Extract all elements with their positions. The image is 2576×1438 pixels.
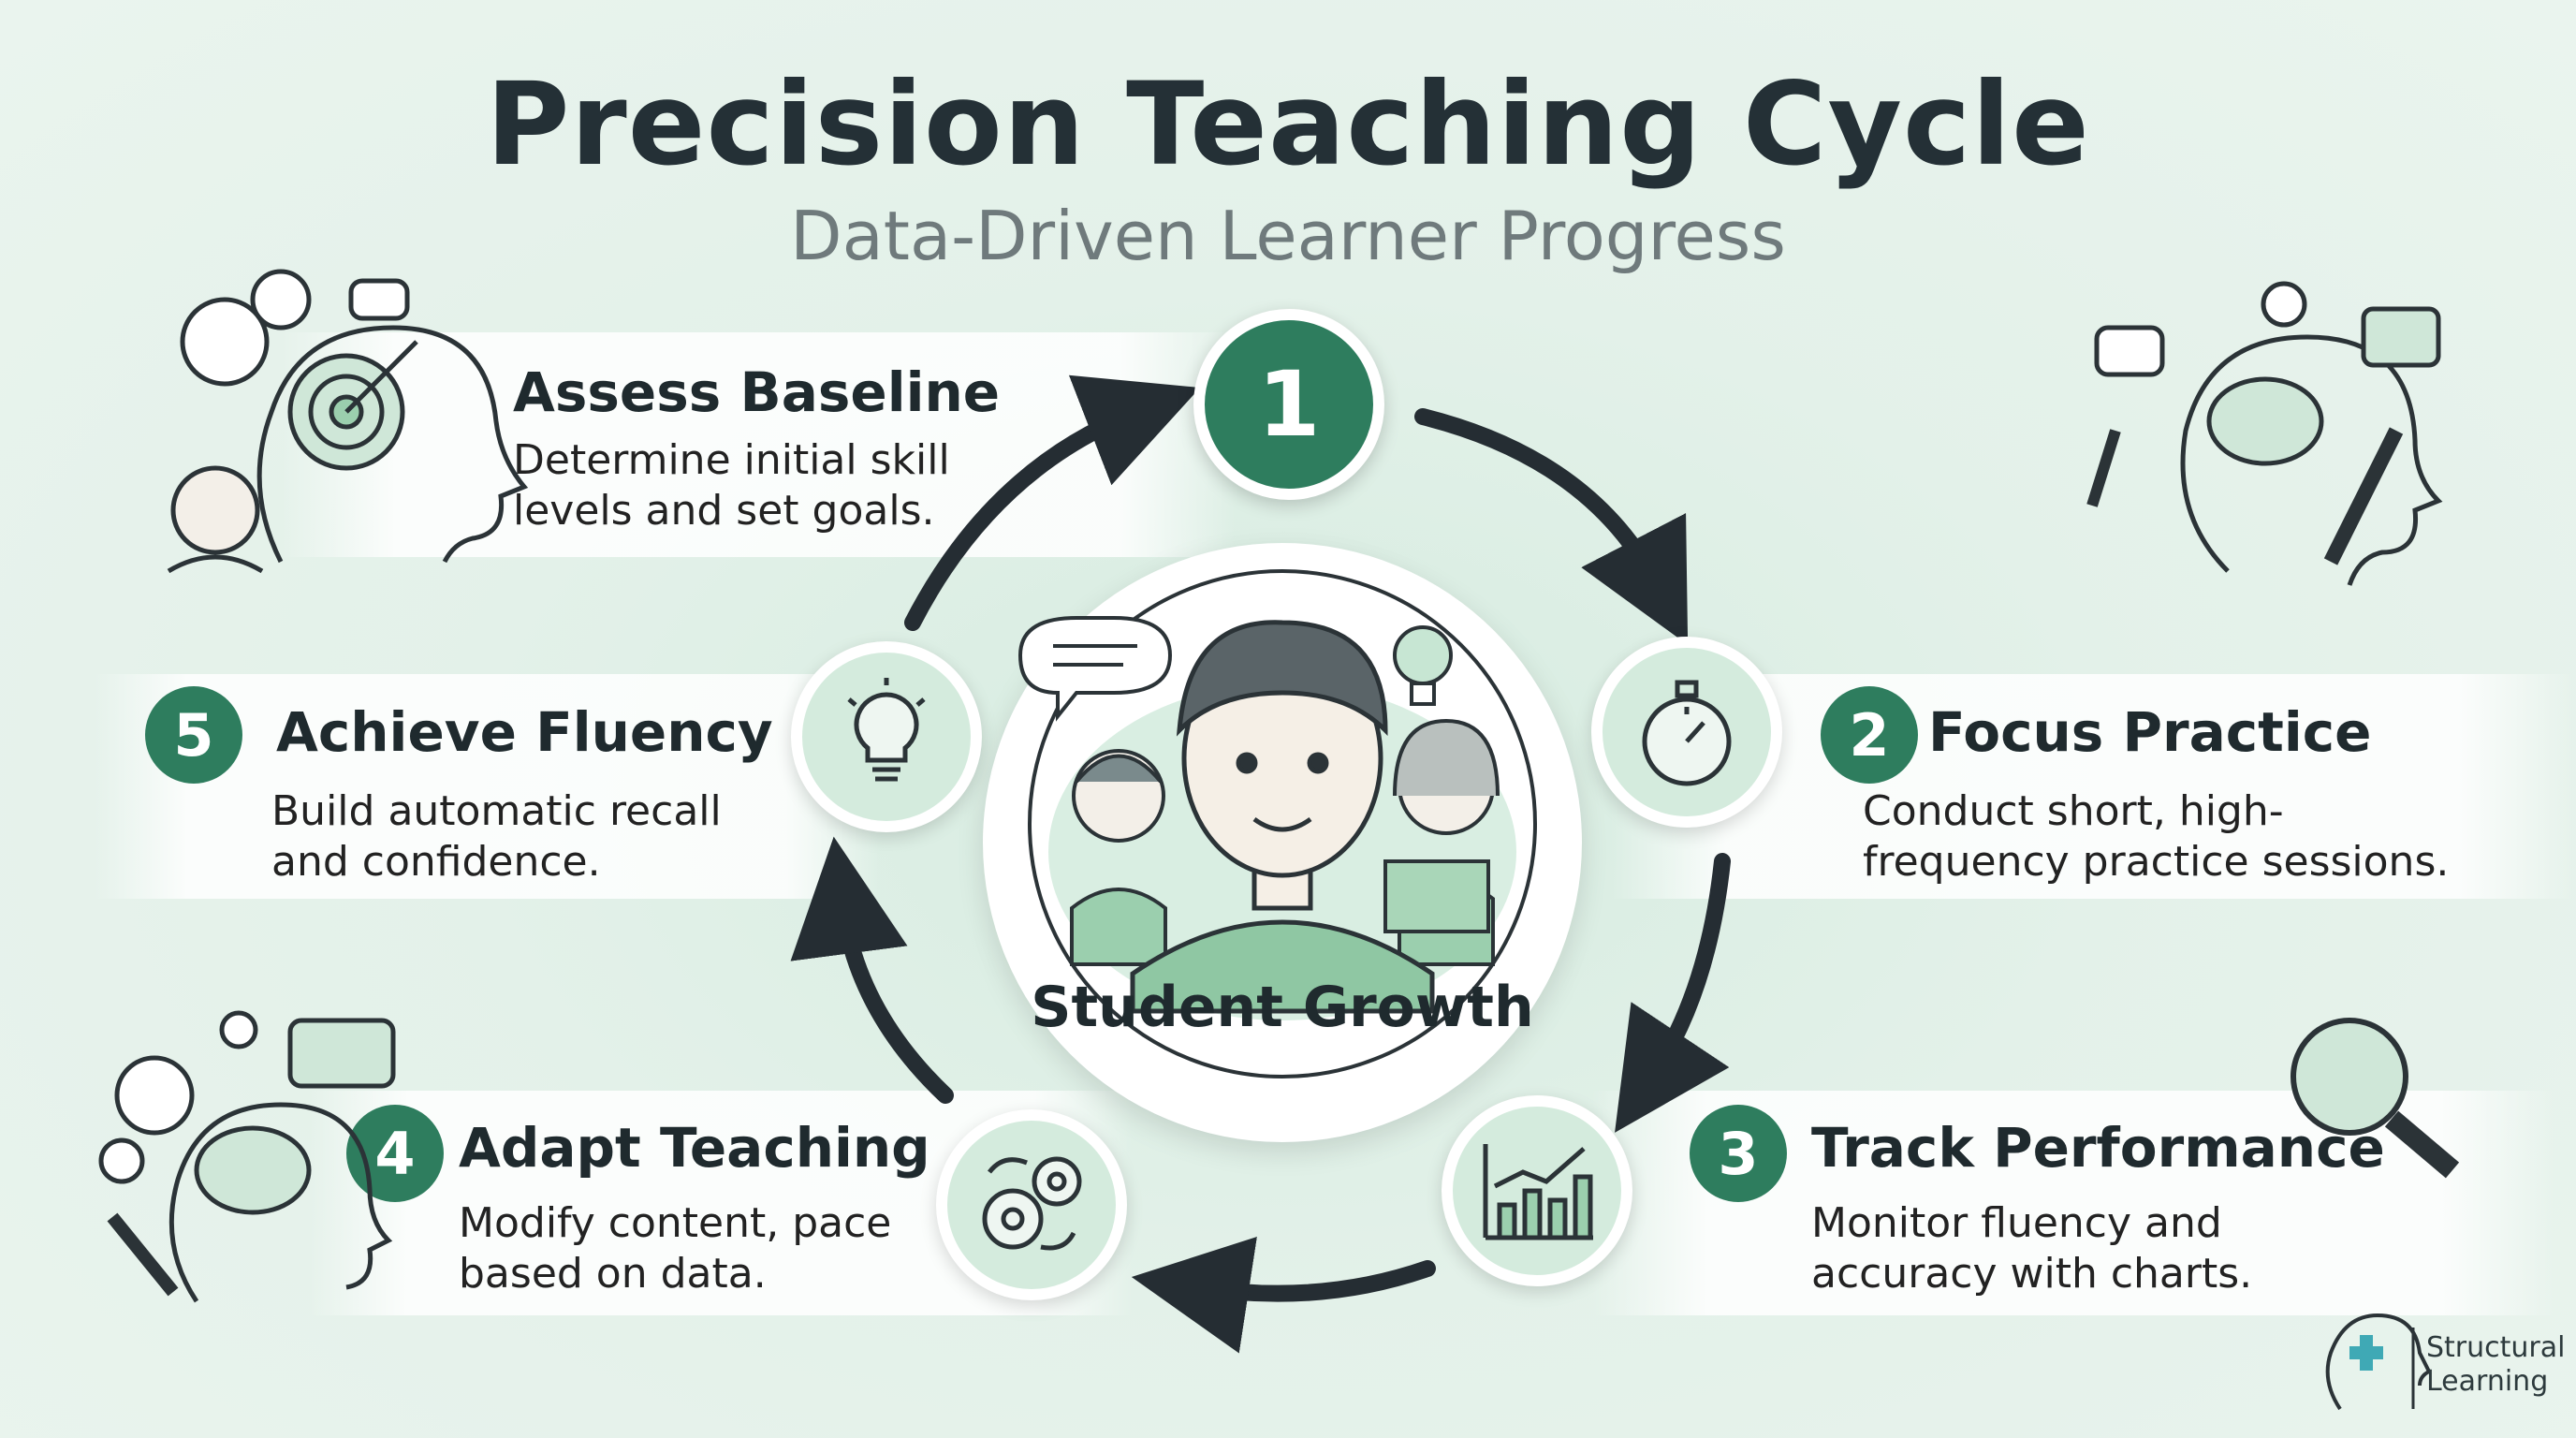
center-circle bbox=[983, 543, 1582, 1142]
step-5-node bbox=[791, 641, 982, 832]
stopwatch-icon bbox=[1642, 680, 1732, 786]
step-1-title: Assess Baseline bbox=[513, 360, 1001, 424]
step-3-description: Monitor fluency and accuracy with charts… bbox=[1811, 1199, 2253, 1298]
students-illustration bbox=[1017, 569, 1537, 1078]
arrow-4-to-5 bbox=[790, 836, 954, 1104]
arrow-1-to-2 bbox=[1414, 408, 1689, 645]
step-2-badge: 2 bbox=[1821, 686, 1918, 784]
step-2-title: Focus Practice bbox=[1928, 700, 2372, 764]
step-5-badge: 5 bbox=[145, 686, 242, 784]
arrow-2-to-3 bbox=[1615, 853, 1731, 1133]
page-subtitle: Data-Driven Learner Progress bbox=[790, 197, 1786, 275]
step-4-badge: 4 bbox=[346, 1105, 444, 1202]
logo-text: Structural Learning bbox=[2426, 1331, 2565, 1399]
step-3-title: Track Performance bbox=[1811, 1116, 2385, 1180]
bar-chart-icon bbox=[1483, 1144, 1593, 1240]
step-5-title: Achieve Fluency bbox=[276, 700, 773, 764]
arrow-3-to-4 bbox=[1131, 1236, 1436, 1354]
gears-icon bbox=[982, 1156, 1082, 1251]
step-2-description: Conduct short, high-frequency practice s… bbox=[1863, 787, 2450, 886]
step-4-description: Modify content, pace based on data. bbox=[459, 1199, 892, 1298]
lightbulb-icon bbox=[847, 678, 926, 782]
step-1-description: Determine initial skill levels and set g… bbox=[513, 436, 950, 535]
logo-text-line-2: Learning bbox=[2426, 1365, 2549, 1398]
step-5-description: Build automatic recall and confidence. bbox=[271, 787, 722, 886]
page-title: Precision Teaching Cycle bbox=[486, 58, 2090, 191]
step-4-title: Adapt Teaching bbox=[459, 1116, 930, 1180]
step-1-badge: 1 bbox=[1193, 309, 1384, 500]
step-2-node bbox=[1591, 637, 1782, 828]
step-3-node bbox=[1442, 1095, 1632, 1286]
arrow-5-to-1 bbox=[904, 374, 1201, 631]
logo-text-line-1: Structural bbox=[2426, 1331, 2566, 1364]
center-label: Student Growth bbox=[1031, 975, 1534, 1040]
step-4-node bbox=[936, 1109, 1127, 1300]
step-3-badge: 3 bbox=[1690, 1105, 1787, 1202]
